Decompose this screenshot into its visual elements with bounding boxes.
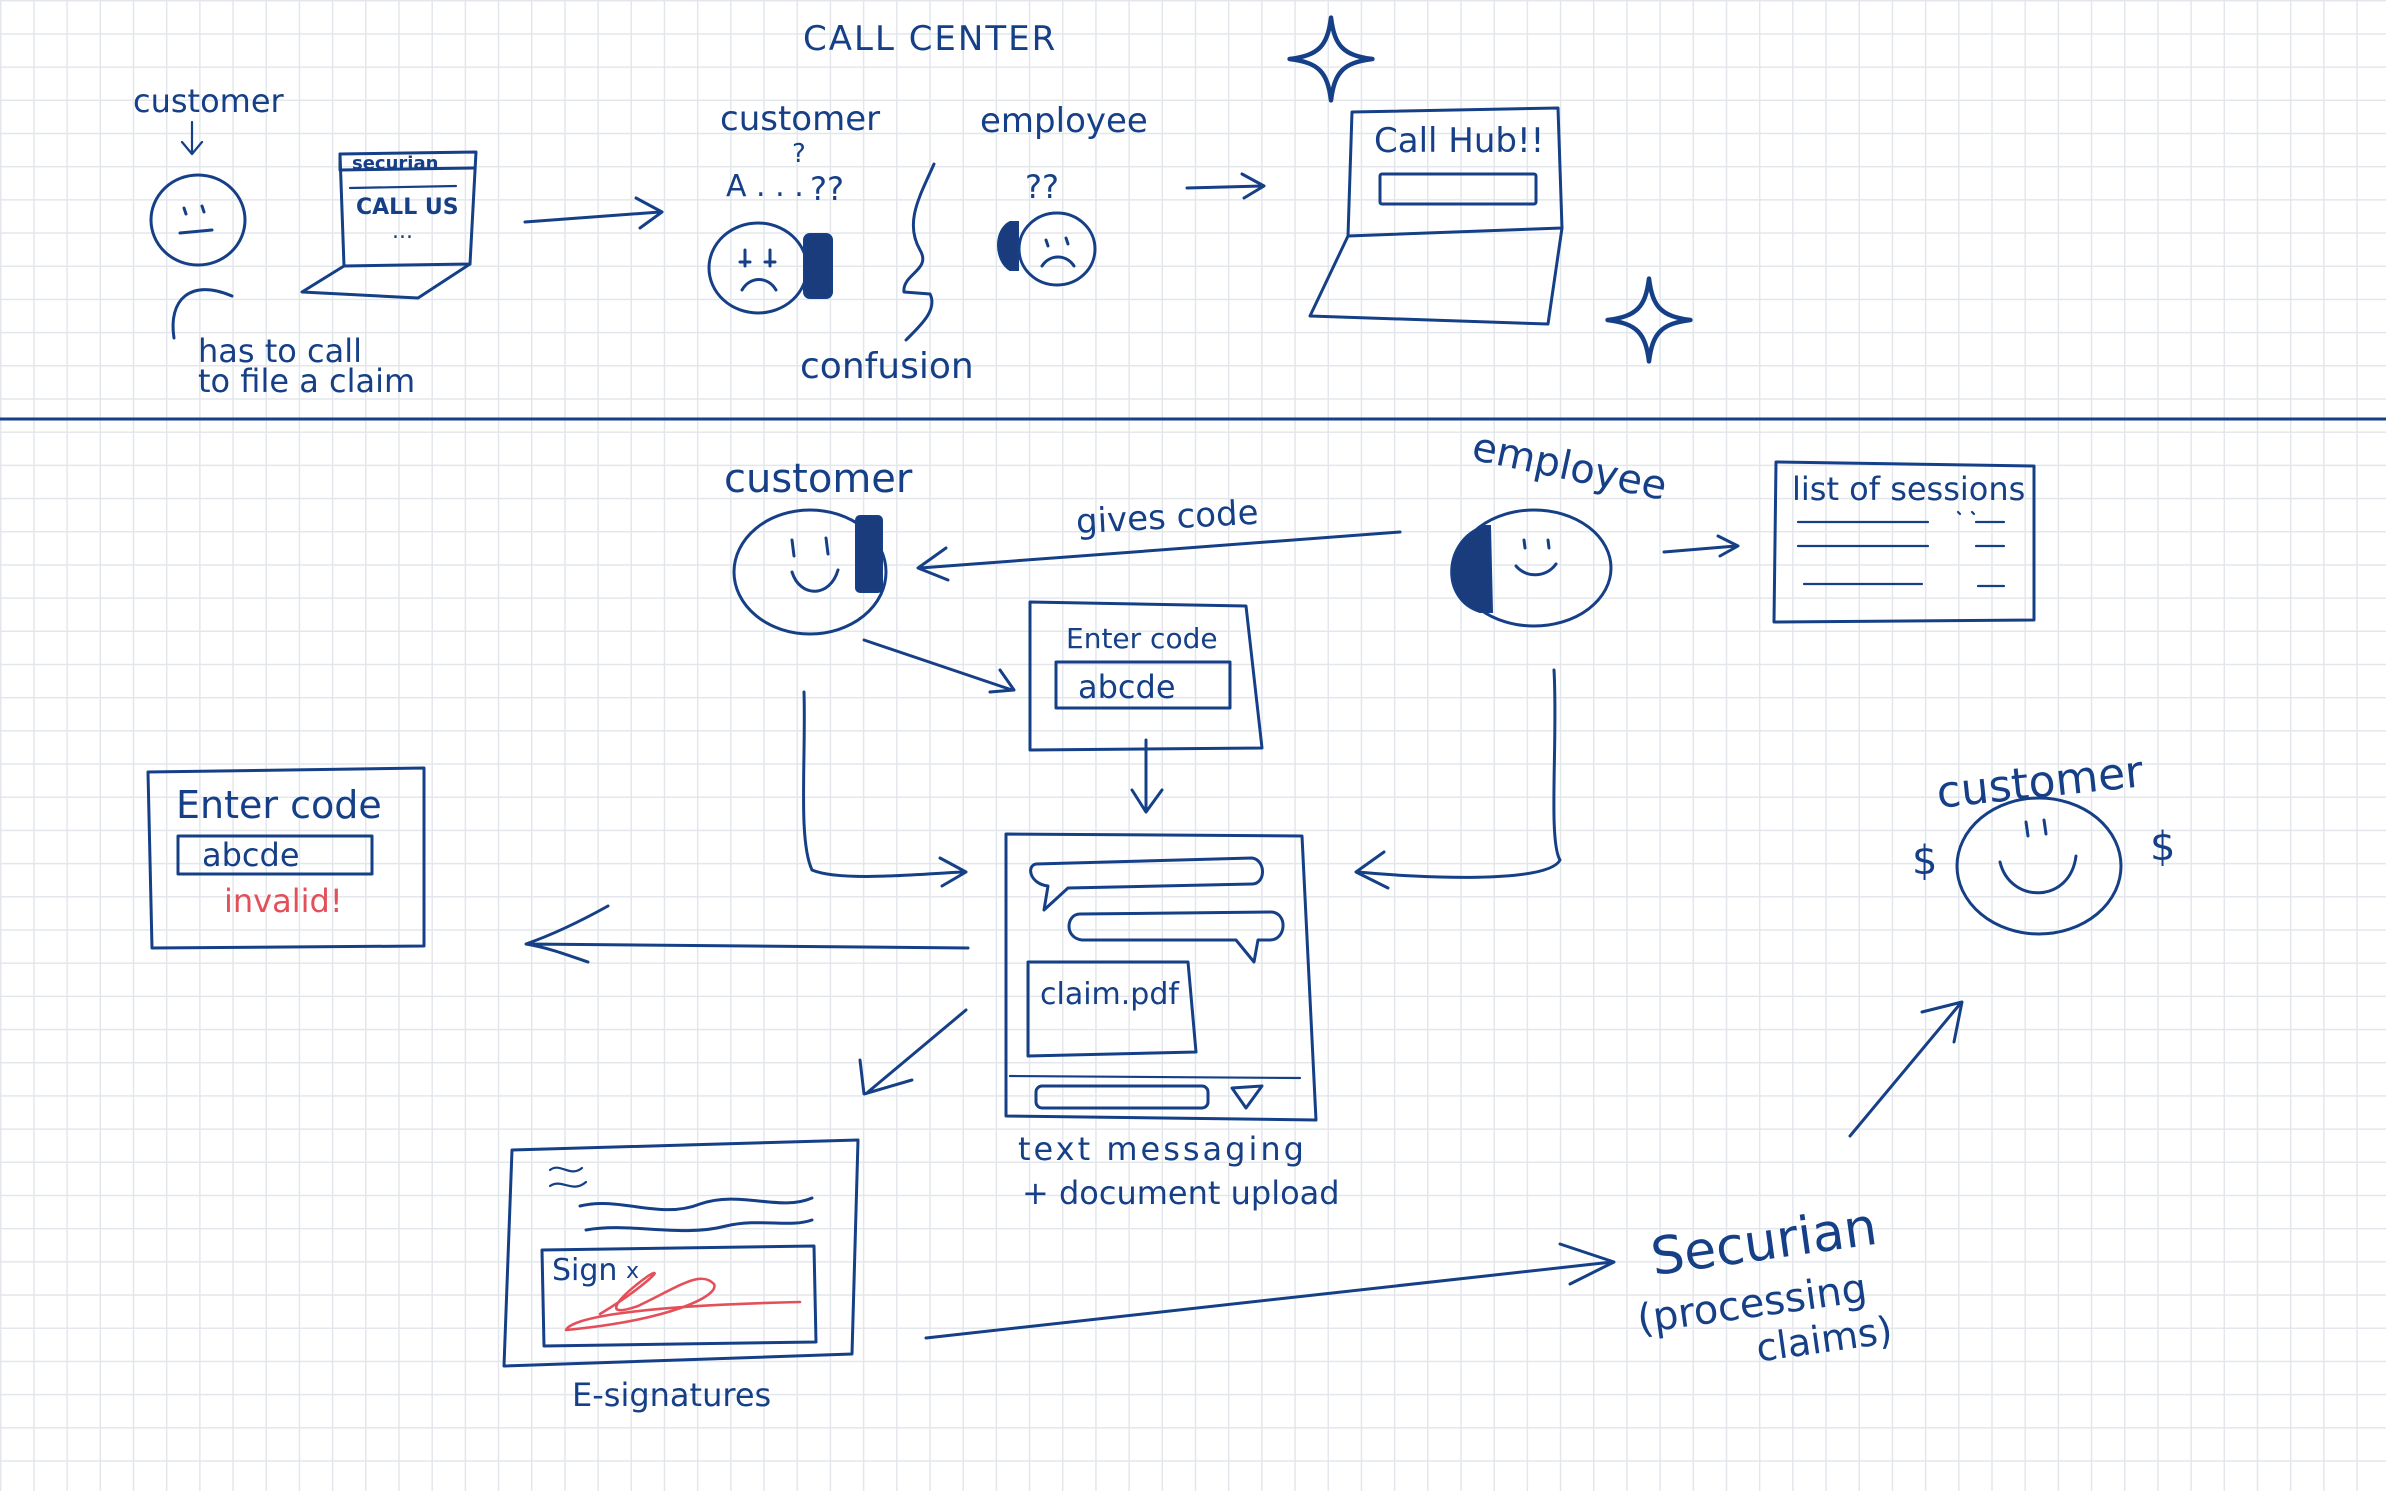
arrow-left-icon <box>524 904 970 964</box>
call-center-title: CALL CENTER <box>803 19 1057 59</box>
neutral-face-icon <box>149 173 247 340</box>
call-hub-label: Call Hub!! <box>1374 121 1544 161</box>
employee-to-chat-arrow <box>1354 668 1562 890</box>
employee-face-icon <box>1450 508 1613 628</box>
worried-customer-face-icon <box>707 221 833 315</box>
arrow-up-right-icon <box>1848 1000 1964 1138</box>
invalid-card-label: Enter code <box>176 783 382 827</box>
arrow-down-left-icon <box>858 1008 968 1096</box>
invalid-error-text: invalid! <box>224 882 343 920</box>
customer-thought: A . . . <box>726 169 804 204</box>
invalid-code-card: Enter code abcde invalid! <box>146 766 426 950</box>
new-process-section: customer employee gives code list of ses… <box>146 424 2175 1414</box>
laptop-header-text: securian <box>352 153 438 174</box>
chat-bubble-right <box>1067 910 1285 964</box>
chat-caption-line-2: + document upload <box>1022 1174 1340 1212</box>
customer-label-2: customer <box>720 99 880 139</box>
signature-scribble <box>564 1271 802 1332</box>
arrow-down-icon <box>1130 738 1164 814</box>
sign-mark: x <box>626 1259 639 1284</box>
happy-customer-paid-face-icon <box>1955 796 2123 936</box>
code-value: abcde <box>1078 668 1176 706</box>
customer-confusion-marks: ?? <box>810 170 844 208</box>
gives-code-label: gives code <box>1075 493 1259 543</box>
sessions-list-title: list of sessions <box>1792 470 2025 508</box>
caption-line-1: has to call <box>198 332 362 370</box>
arrow-down-icon <box>180 120 204 156</box>
chat-window: claim.pdf <box>1004 832 1318 1122</box>
code-input-box <box>1054 660 1232 710</box>
invalid-code-input <box>176 834 374 876</box>
chat-bubble-left <box>1029 856 1264 912</box>
esignature-card: Sign x <box>502 1138 860 1368</box>
customer-question: ? <box>792 139 806 169</box>
arrow-left-icon <box>916 530 1402 582</box>
arrow-right-icon <box>1185 172 1266 200</box>
send-icon <box>1230 1084 1264 1110</box>
happy-customer-label: customer <box>1934 746 2146 818</box>
invalid-card-value: abcde <box>202 836 300 874</box>
enter-code-label: Enter code <box>1066 622 1218 655</box>
laptop-dots: ... <box>392 219 413 244</box>
call-hub-laptop-icon: Call Hub!! <box>1308 106 1564 326</box>
customer-label-3: customer <box>724 456 913 502</box>
currency-symbol-right: $ <box>2150 824 2175 870</box>
employee-label-2: employee <box>1468 424 1671 510</box>
signature-field <box>540 1244 818 1348</box>
lightning-divider-icon <box>902 162 936 342</box>
sparkle-icon <box>1608 279 1691 362</box>
attachment-bubble <box>1026 960 1198 1058</box>
employee-label: employee <box>980 101 1148 141</box>
chat-caption-line-1: text messaging <box>1018 1130 1307 1168</box>
customer-label: customer <box>133 82 285 120</box>
laptop-icon: securian CALL US ... <box>300 150 478 300</box>
confusion-label: confusion <box>800 346 974 387</box>
caption-line-2: to file a claim <box>198 362 415 400</box>
currency-symbol-left: $ <box>1912 838 1937 884</box>
employee-confusion-marks: ?? <box>1025 168 1059 206</box>
current-process-section: CALL CENTER customer securian CALL US ..… <box>133 18 1690 400</box>
sparkle-icon <box>1290 18 1373 101</box>
message-input <box>1034 1084 1210 1110</box>
worried-employee-face-icon <box>997 211 1097 287</box>
arrow-right-icon <box>1662 534 1740 558</box>
sign-label: Sign <box>552 1253 617 1288</box>
attachment-filename: claim.pdf <box>1040 977 1180 1012</box>
happy-customer-face-icon <box>732 508 888 636</box>
call-us-text: CALL US <box>356 195 459 220</box>
arrow-right-icon <box>523 196 664 230</box>
enter-code-card: Enter code abcde <box>1028 600 1264 752</box>
esign-caption: E-signatures <box>572 1376 771 1414</box>
arrow-right-icon <box>862 638 1016 694</box>
customer-to-chat-arrow <box>802 690 968 888</box>
arrow-right-icon <box>924 1242 1616 1340</box>
sessions-list-panel: list of sessions <box>1772 460 2036 624</box>
